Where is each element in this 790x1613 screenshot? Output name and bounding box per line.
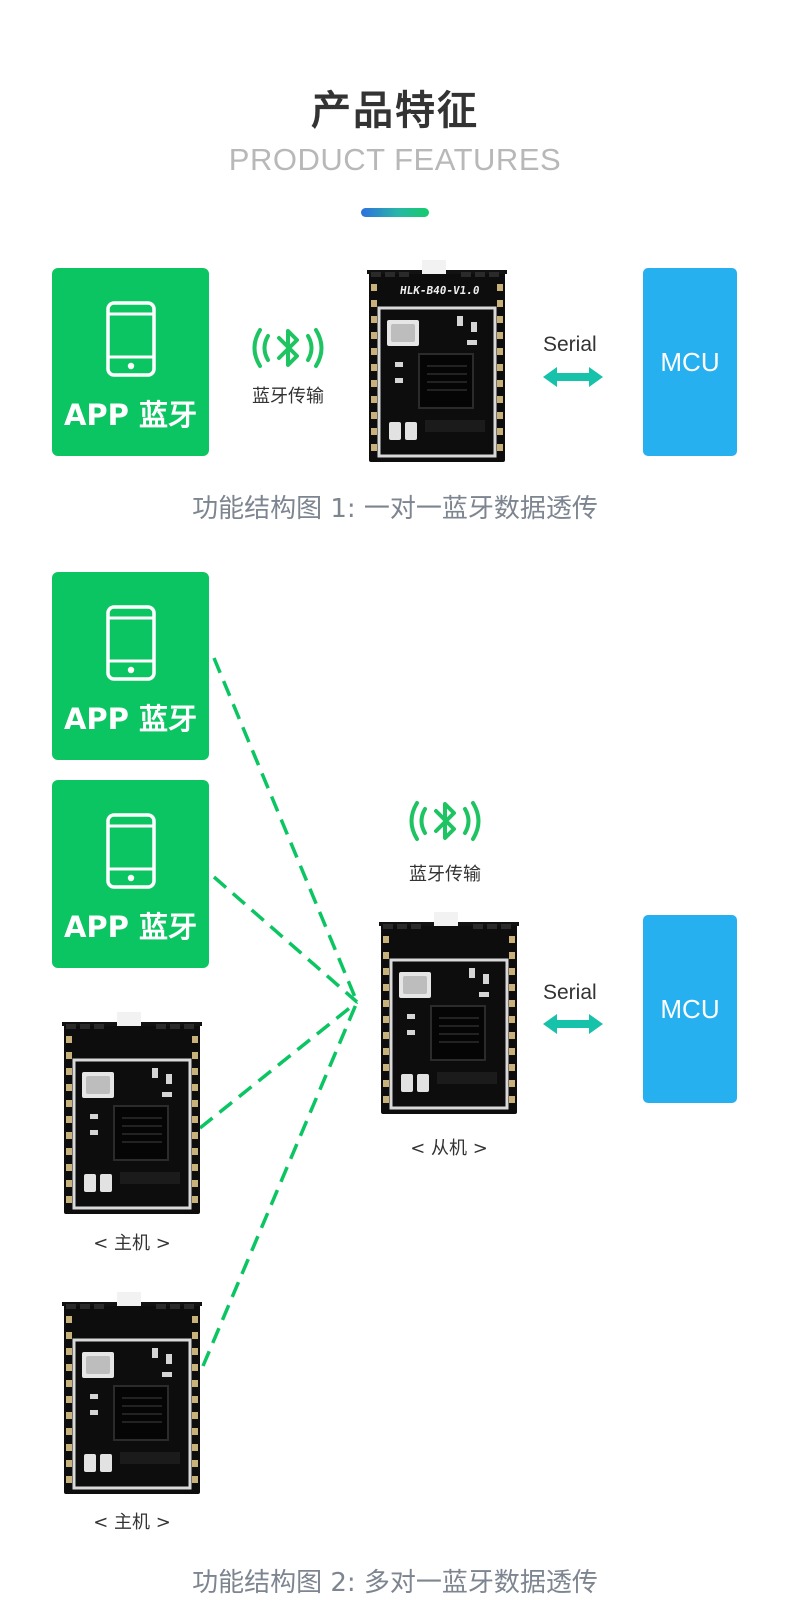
app-bluetooth-label: APP 蓝牙	[63, 398, 198, 432]
mcu-card: MCU	[643, 268, 737, 456]
bluetooth-transfer-label: 蓝牙传输	[252, 386, 324, 407]
mcu-label: MCU	[660, 993, 720, 1024]
double-arrow-icon	[543, 1013, 603, 1035]
bluetooth-icon	[405, 795, 485, 847]
page-subtitle: PRODUCT FEATURES	[228, 142, 562, 177]
slave-module-image	[379, 912, 519, 1116]
app-bluetooth-card-2: APP 蓝牙	[52, 780, 209, 968]
connection-line	[212, 875, 359, 1004]
module-label: HLK-B40-V1.0	[399, 284, 481, 297]
app-bluetooth-card: APP 蓝牙	[52, 268, 209, 456]
master-label-2: < 主机 >	[93, 1512, 171, 1533]
diagram-caption-2: 功能结构图 2: 多对一蓝牙数据透传	[192, 1568, 598, 1598]
app-bluetooth-label: APP 蓝牙	[63, 910, 198, 944]
slave-label: < 从机 >	[410, 1138, 488, 1159]
bluetooth-transfer-label: 蓝牙传输	[409, 864, 481, 885]
mcu-card: MCU	[643, 915, 737, 1103]
master-module-image-2	[62, 1292, 202, 1496]
serial-label: Serial	[543, 981, 597, 1004]
connection-line	[212, 657, 359, 1003]
phone-icon	[106, 605, 156, 681]
connection-line	[198, 1000, 359, 1130]
app-bluetooth-label: APP 蓝牙	[63, 702, 198, 736]
phone-icon	[106, 301, 156, 377]
diagram-caption-1: 功能结构图 1: 一对一蓝牙数据透传	[192, 494, 598, 524]
bluetooth-icon	[248, 322, 328, 374]
serial-label: Serial	[543, 333, 597, 356]
mcu-label: MCU	[660, 346, 720, 377]
master-module-image-1	[62, 1012, 202, 1216]
master-label-1: < 主机 >	[93, 1233, 171, 1254]
phone-icon	[106, 813, 156, 889]
title-accent-bar	[361, 208, 429, 217]
double-arrow-icon	[543, 366, 603, 388]
app-bluetooth-card-1: APP 蓝牙	[52, 572, 209, 760]
page-title: 产品特征	[311, 88, 479, 134]
connection-line	[201, 1001, 359, 1367]
